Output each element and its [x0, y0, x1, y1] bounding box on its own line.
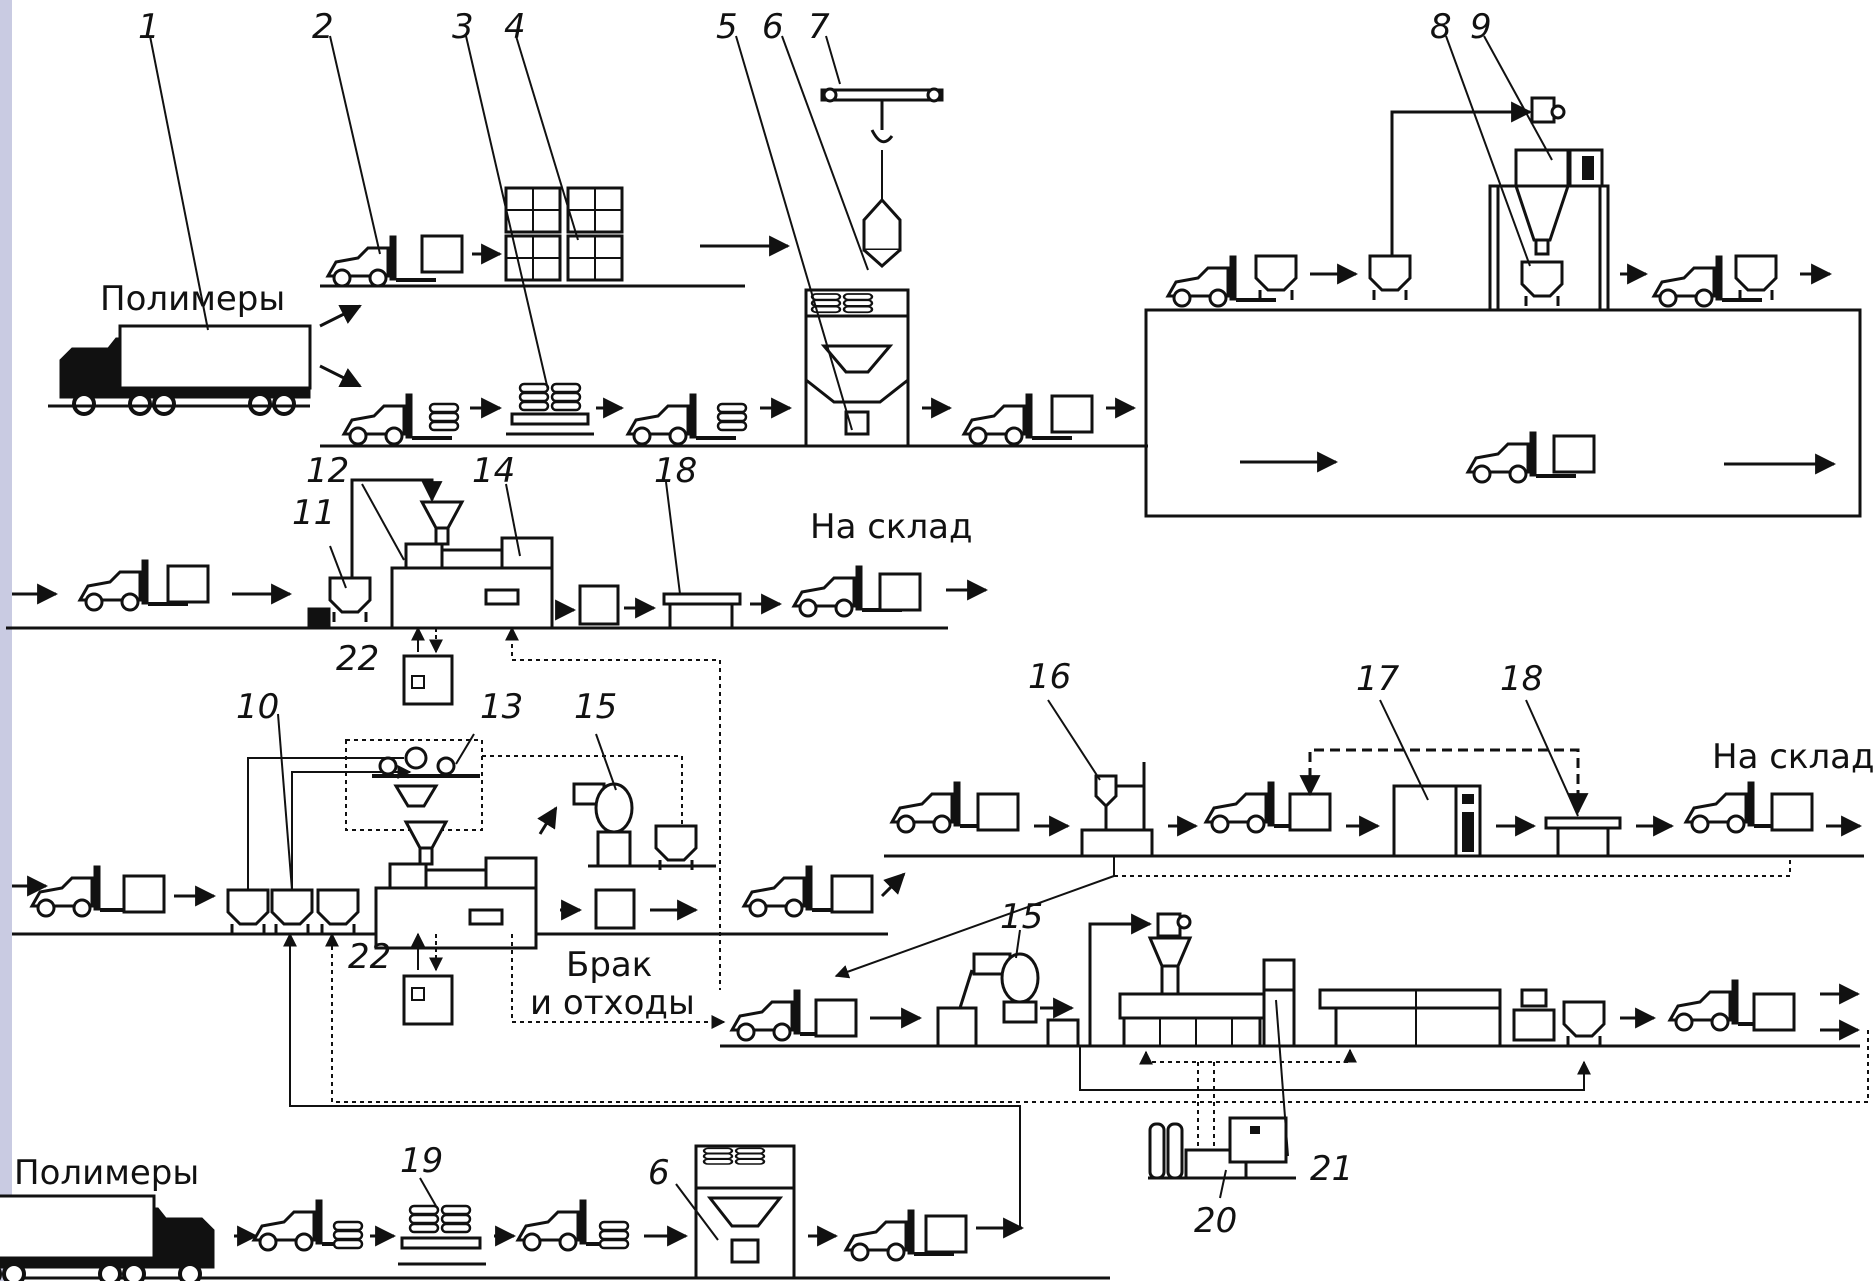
- cooling-bath-icon: [1320, 990, 1500, 1046]
- callout-13: 13: [480, 687, 523, 727]
- silo-icon: [806, 290, 908, 446]
- testing-station-icon: [1394, 786, 1480, 856]
- callout-10: 10: [236, 687, 279, 727]
- callout-18b: 18: [1500, 659, 1543, 699]
- callout-19: 19: [400, 1141, 443, 1181]
- silo-icon: [696, 1146, 794, 1278]
- crane-icon: [822, 89, 942, 266]
- callout-1: 1: [138, 7, 160, 47]
- callout-20: 20: [1194, 1201, 1237, 1241]
- hopper-icon: [1370, 256, 1410, 300]
- zone-raw-material-receiving: [48, 89, 1148, 446]
- callout-7: 7: [808, 7, 830, 47]
- welding-unit-icon: [1082, 762, 1152, 856]
- pallet-icon: [506, 188, 622, 280]
- forklift-icon: [328, 236, 436, 286]
- defect-label-line2: и отходы: [530, 983, 695, 1023]
- callout-15b: 15: [1000, 897, 1043, 937]
- pallet-icon: [398, 1206, 486, 1264]
- polymers-top-label: Полимеры: [100, 279, 285, 319]
- callout-6: 6: [762, 7, 784, 47]
- callout-16: 16: [1028, 657, 1071, 697]
- to-warehouse-1-label: На склад: [810, 507, 973, 547]
- callout-14: 14: [472, 451, 515, 491]
- table-icon: [664, 594, 740, 628]
- defect-label-line1: Брак: [566, 945, 652, 985]
- callout-12: 12: [306, 451, 349, 491]
- injection-molding-machine-icon: [376, 822, 536, 948]
- callout-4: 4: [504, 7, 526, 47]
- zone-recycling-extrusion: [720, 914, 1860, 1178]
- hopper-icon: [330, 578, 370, 622]
- callout-18a: 18: [654, 451, 697, 491]
- callout-numbers: 1 2 3 4 5 6 7 8 9 10 11 12 13 14 15 15 1…: [138, 7, 1543, 1241]
- hopper-icon: [318, 890, 358, 934]
- robot-arm-icon: [540, 784, 716, 870]
- text-labels: Полимеры На склад На склад Брак и отходы…: [14, 279, 1873, 1193]
- callout-22b: 22: [348, 937, 391, 977]
- gas-cylinder-icon: [1148, 1118, 1296, 1178]
- callout-8: 8: [1430, 7, 1452, 47]
- to-warehouse-2-label: На склад: [1712, 737, 1873, 777]
- table-icon: [1546, 818, 1620, 856]
- callout-3: 3: [452, 7, 474, 47]
- chiller-icon: [404, 976, 452, 1024]
- callout-21: 21: [1310, 1149, 1353, 1189]
- pallet-icon: [506, 384, 594, 434]
- callout-6b: 6: [648, 1153, 670, 1193]
- callout-17: 17: [1356, 659, 1400, 699]
- injection-molding-machine-icon: [392, 502, 552, 628]
- robot-arm-icon: [960, 954, 1078, 1046]
- extruder-icon: [1120, 914, 1294, 1046]
- chiller-icon: [404, 656, 452, 704]
- callout-9: 9: [1470, 7, 1492, 47]
- truck-icon: [60, 326, 310, 414]
- robot-arm-icon: [1514, 990, 1604, 1046]
- callout-5: 5: [716, 7, 738, 47]
- polymers-bottom-label: Полимеры: [14, 1153, 199, 1193]
- hopper-icon: [228, 890, 268, 934]
- callout-22a: 22: [336, 639, 379, 679]
- zone-assembly-line: [836, 750, 1864, 976]
- hopper-icon: [272, 890, 312, 934]
- callout-11: 11: [292, 493, 335, 533]
- leader-lines: [150, 36, 1578, 1240]
- dosing-unit-icon: [372, 748, 480, 806]
- truck-icon: [0, 1196, 214, 1281]
- zone-drying: [1146, 98, 1860, 516]
- callout-2: 2: [312, 7, 334, 47]
- callout-15a: 15: [574, 687, 617, 727]
- zone-raw-material-bottom: [0, 1110, 1110, 1281]
